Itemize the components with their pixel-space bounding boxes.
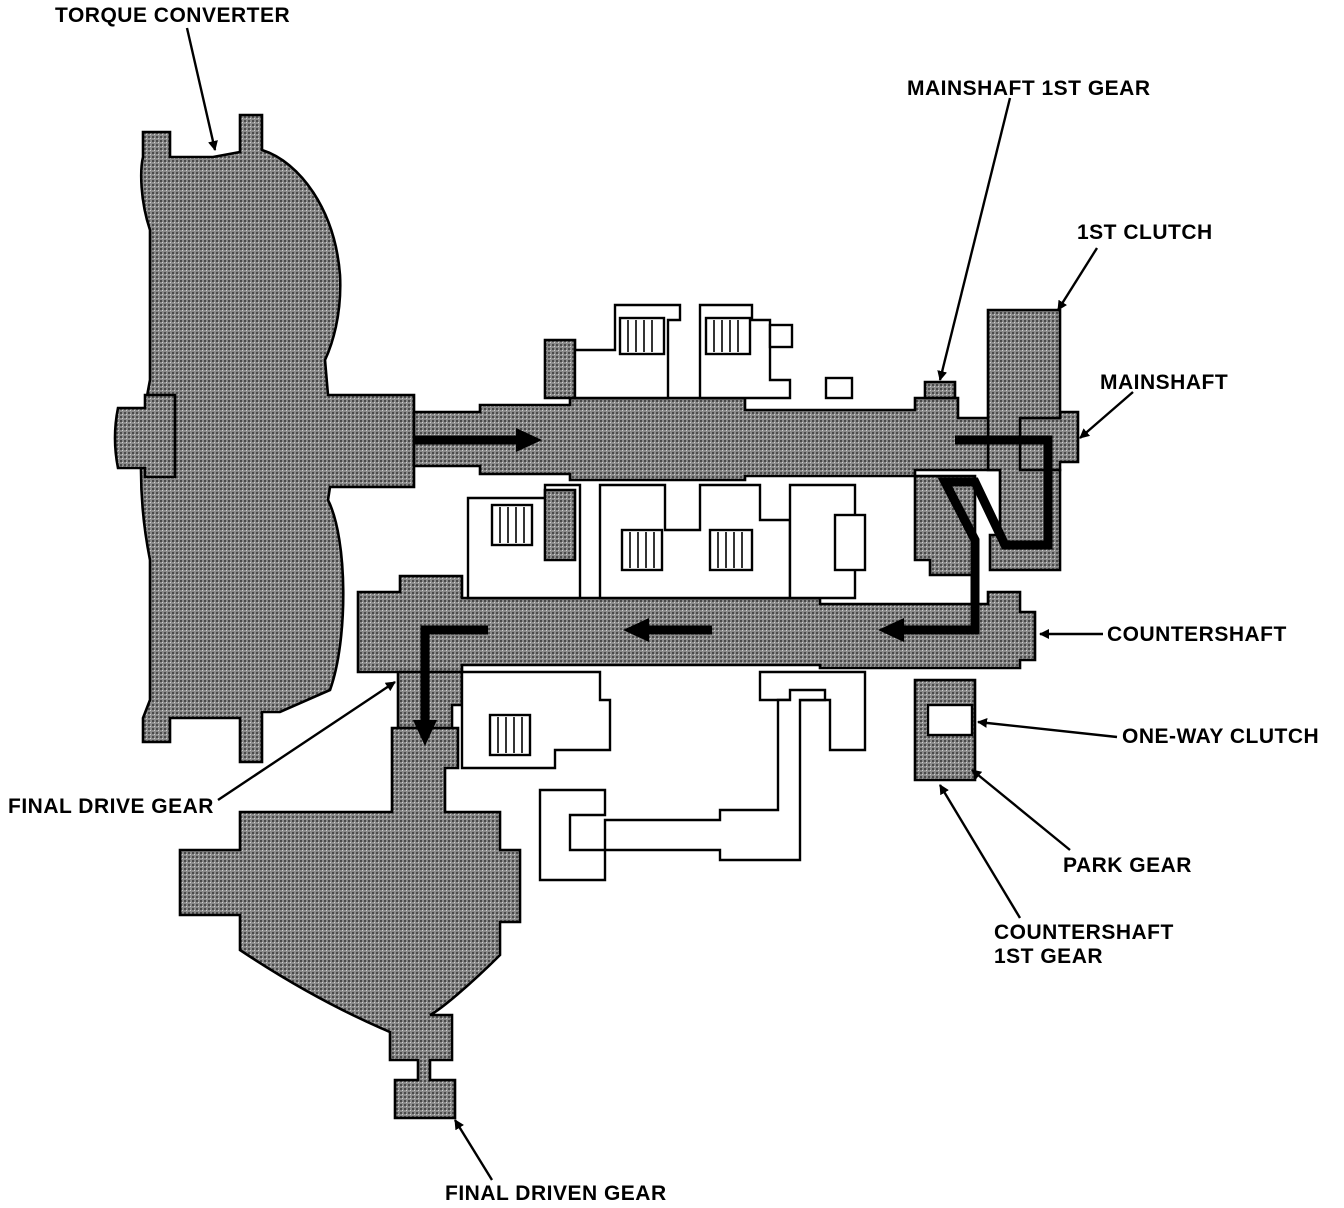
lower-clutch-pack-1 (490, 503, 534, 547)
upper-clutch-pack-1 (618, 316, 666, 356)
flow-path-mainshaft-to-clutch (910, 435, 1053, 635)
label-torque-converter: TORQUE CONVERTER (55, 4, 290, 27)
label-countershaft: COUNTERSHAFT (1107, 623, 1287, 646)
label-countershaft-1st-gear-line2: 1ST GEAR (994, 945, 1103, 968)
label-final-driven-gear: FINAL DRIVEN GEAR (445, 1182, 667, 1205)
label-1st-clutch: 1ST CLUTCH (1077, 221, 1213, 244)
label-countershaft-1st-gear-line1: COUNTERSHAFT (994, 921, 1174, 944)
leader-one-way-clutch (977, 717, 1118, 739)
mainshaft-collar (543, 338, 577, 400)
leader-1st-clutch (1056, 247, 1099, 311)
one-way-clutch-element (926, 703, 974, 737)
label-final-drive-gear: FINAL DRIVE GEAR (8, 795, 214, 818)
leader-final-driven-gear (453, 1119, 494, 1181)
input-shaft-hub (113, 393, 177, 479)
upper-clutch-pack-2 (704, 316, 752, 356)
mainshaft-1st-gear (923, 380, 957, 400)
countershaft-body (356, 574, 1037, 674)
label-park-gear: PARK GEAR (1063, 854, 1192, 877)
leader-mainshaft (1079, 391, 1134, 439)
lower-gear-housing-left (460, 670, 612, 770)
lower-clutch-pack-2 (620, 528, 664, 572)
label-mainshaft-1st-gear: MAINSHAFT 1ST GEAR (907, 77, 1151, 100)
leader-mainshaft-1st-gear (937, 97, 1012, 381)
mainshaft-spacer (824, 376, 854, 400)
leader-torque-converter (185, 27, 218, 151)
countershaft-stator-support (543, 488, 577, 562)
leader-park-gear (971, 769, 1071, 851)
flow-path-to-final-drive (420, 625, 488, 720)
first-clutch-assembly (986, 308, 1062, 572)
leader-final-drive-gear (217, 681, 396, 801)
lower-clutch-pack-4 (488, 713, 532, 757)
lower-gear-housing-right (758, 670, 867, 752)
countershaft-spacer-right (833, 513, 867, 572)
lower-clutch-pack-3 (708, 528, 754, 572)
final-drive-gear-body (396, 670, 464, 730)
label-one-way-clutch: ONE-WAY CLUTCH (1122, 725, 1319, 748)
final-driven-gear-body (178, 726, 522, 1120)
parking-pawl-linkage (538, 688, 827, 882)
leader-countershaft-1st-gear (938, 784, 1022, 919)
mainshaft-sleeve (768, 323, 794, 349)
countershaft-1st-gear-upper (913, 474, 977, 577)
label-mainshaft: MAINSHAFT (1100, 371, 1228, 394)
